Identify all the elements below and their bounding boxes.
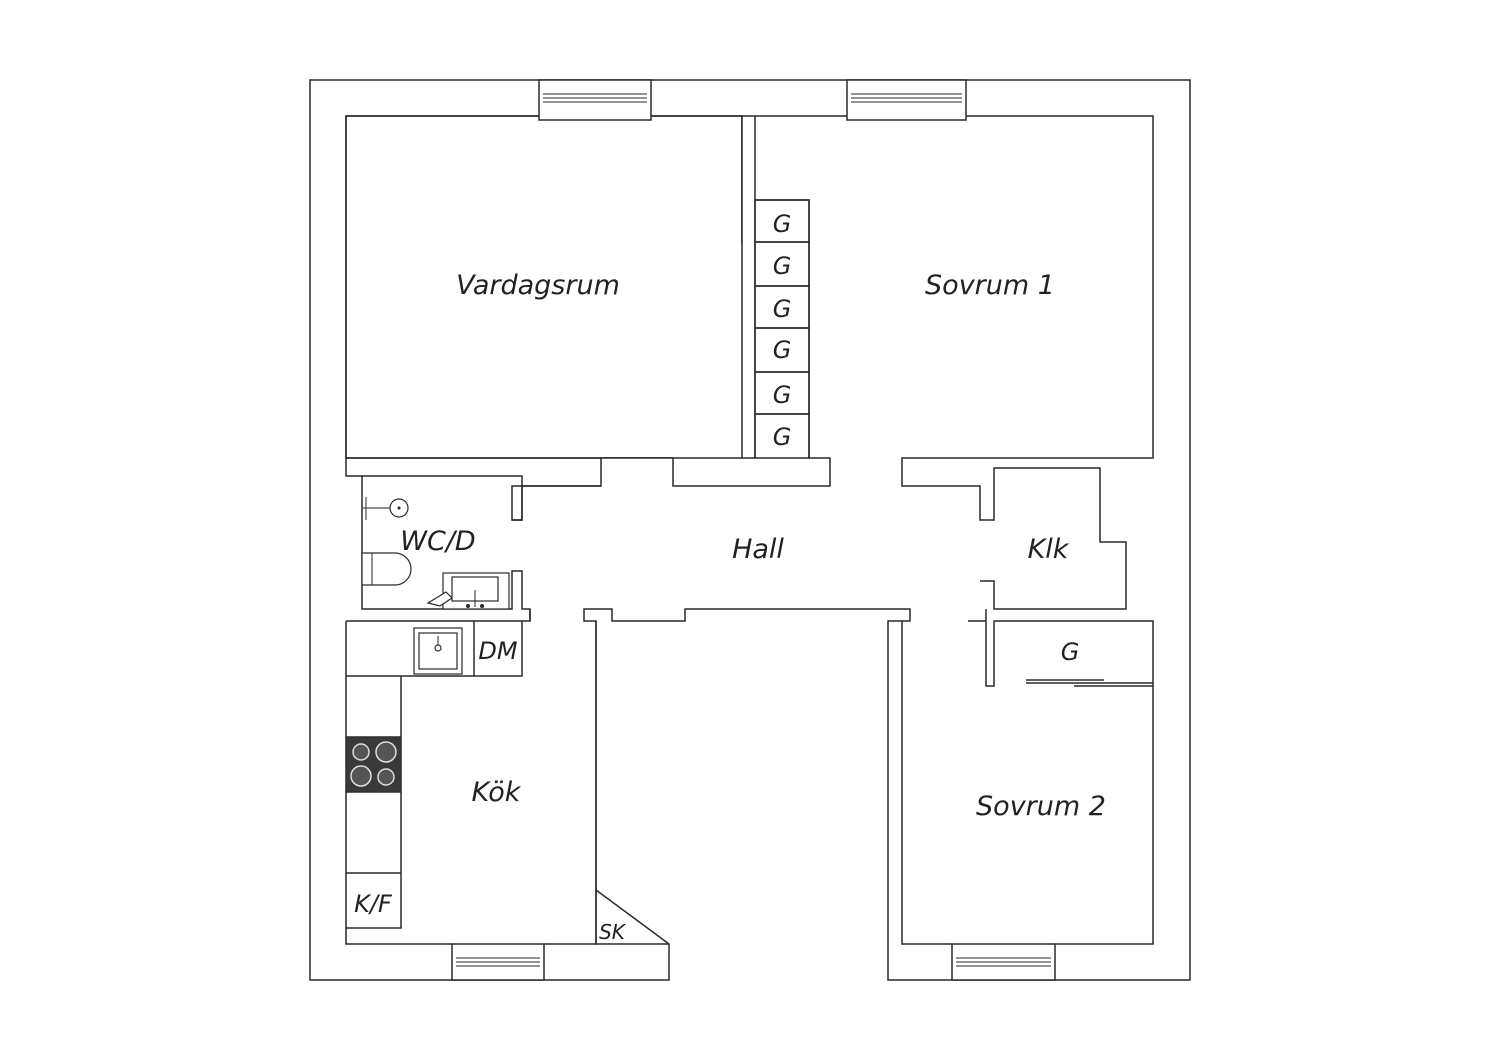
room-label-kok: Kök [472,777,522,808]
fixture-label-sk: SK [599,920,627,944]
wardrobe-label-5: G [773,381,792,409]
sink-icon [426,572,510,610]
toilet-icon [361,552,412,586]
window-sovrum1 [846,79,967,121]
wardrobe-label-sovrum2: G [1061,638,1080,666]
fixture-label-dm: DM [478,637,517,665]
wardrobe-label-3: G [773,295,792,323]
window-kok [451,943,545,981]
shower-icon [362,497,409,520]
room-label-sovrum1: Sovrum 1 [925,270,1055,301]
wardrobe-column [754,199,810,459]
room-label-wcd: WC/D [400,526,475,557]
room-label-sovrum2: Sovrum 2 [976,791,1106,822]
wardrobe-label-1: G [773,210,792,238]
window-sovrum2 [951,943,1056,981]
wardrobe-label-6: G [773,423,792,451]
sovrum1-room [755,115,1154,610]
kitchen-sink-icon [413,627,463,675]
sovrum2-room [901,609,1154,945]
stove-icon [345,736,402,793]
room-label-klk: Klk [1028,534,1070,565]
room-label-vardagsrum: Vardagsrum [456,270,620,301]
window-vardagsrum [538,79,652,121]
wardrobe-door [1026,679,1153,687]
wardrobe-label-4: G [773,336,792,364]
partition-vardagsrum-hall [345,458,531,621]
bathroom-wall [362,475,601,521]
stadskap-outline [595,890,669,945]
room-label-hall: Hall [732,534,784,565]
fixture-label-kf: K/F [354,890,393,918]
wardrobe-label-2: G [773,252,792,280]
